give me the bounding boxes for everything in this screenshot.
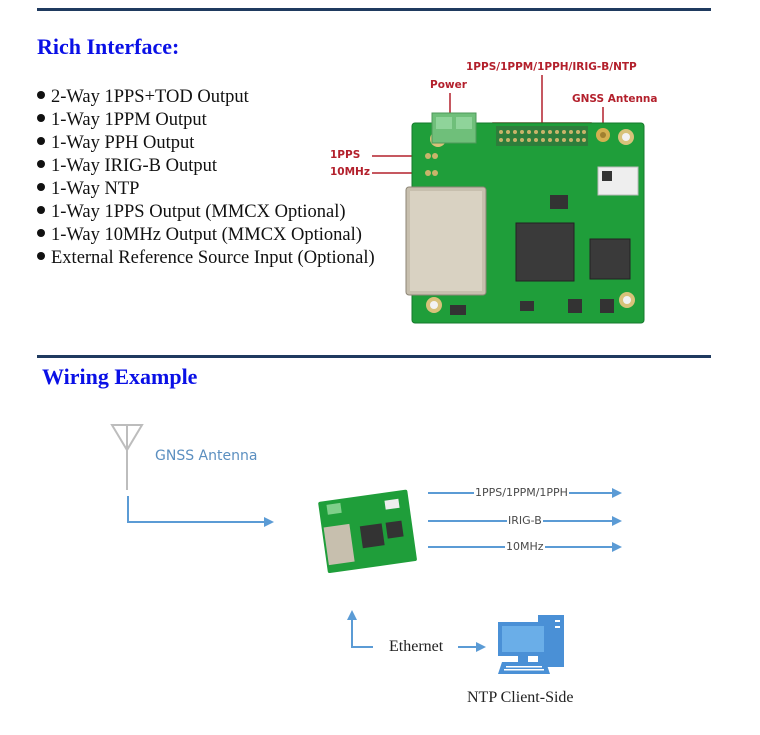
feature-item: 1-Way NTP (37, 178, 375, 201)
antenna-icon (110, 424, 144, 490)
computer-icon (498, 615, 564, 674)
feature-item: 2-Way 1PPS+TOD Output (37, 86, 375, 109)
output-label-1pps: 1PPS/1PPM/1PPH (474, 486, 569, 499)
bullet-icon (37, 114, 45, 122)
output-label-irigb: IRIG-B (507, 514, 543, 527)
pcb-board-illustration (372, 75, 645, 324)
callout-1pps: 1PPS (330, 149, 361, 161)
callout-power: Power (430, 79, 467, 91)
bullet-icon (37, 137, 45, 145)
callout-header: 1PPS/1PPM/1PPH/IRIG-B/NTP (466, 61, 637, 73)
bullet-icon (37, 206, 45, 214)
feature-item: 1-Way 1PPS Output (MMCX Optional) (37, 201, 375, 224)
bullet-icon (37, 229, 45, 237)
feature-item: External Reference Source Input (Optiona… (37, 247, 375, 270)
antenna-label: GNSS Antenna (155, 448, 258, 464)
bullet-icon (37, 91, 45, 99)
callout-gnss-antenna: GNSS Antenna (572, 93, 658, 105)
board-thumbnail (318, 489, 417, 574)
ethernet-up-arrow (347, 610, 373, 648)
bullet-icon (37, 252, 45, 260)
bullet-icon (37, 160, 45, 168)
feature-item: 1-Way 1PPM Output (37, 109, 375, 132)
top-divider (37, 8, 711, 11)
pcb-photo: 1PPS/1PPM/1PPH/IRIG-B/NTP Power GNSS Ant… (320, 55, 720, 335)
feature-list: 2-Way 1PPS+TOD Output 1-Way 1PPM Output … (37, 86, 375, 270)
ethernet-label: Ethernet (389, 638, 444, 655)
callout-10mhz: 10MHz (330, 166, 370, 178)
ntp-client-label: NTP Client-Side (467, 689, 574, 706)
section-divider (37, 355, 711, 358)
output-label-10mhz: 10MHz (505, 540, 545, 553)
wiring-example-heading: Wiring Example (42, 364, 198, 389)
feature-item: 1-Way 10MHz Output (MMCX Optional) (37, 224, 375, 247)
feature-item: 1-Way IRIG-B Output (37, 155, 375, 178)
feature-item: 1-Way PPH Output (37, 132, 375, 155)
wiring-diagram-graphics (110, 424, 622, 674)
bullet-icon (37, 183, 45, 191)
rich-interface-heading: Rich Interface: (37, 34, 180, 59)
wiring-diagram: GNSS Antenna 1PPS/1PPM/1PPH IRIG-B 10MHz… (0, 400, 760, 735)
antenna-arrow (127, 496, 274, 527)
